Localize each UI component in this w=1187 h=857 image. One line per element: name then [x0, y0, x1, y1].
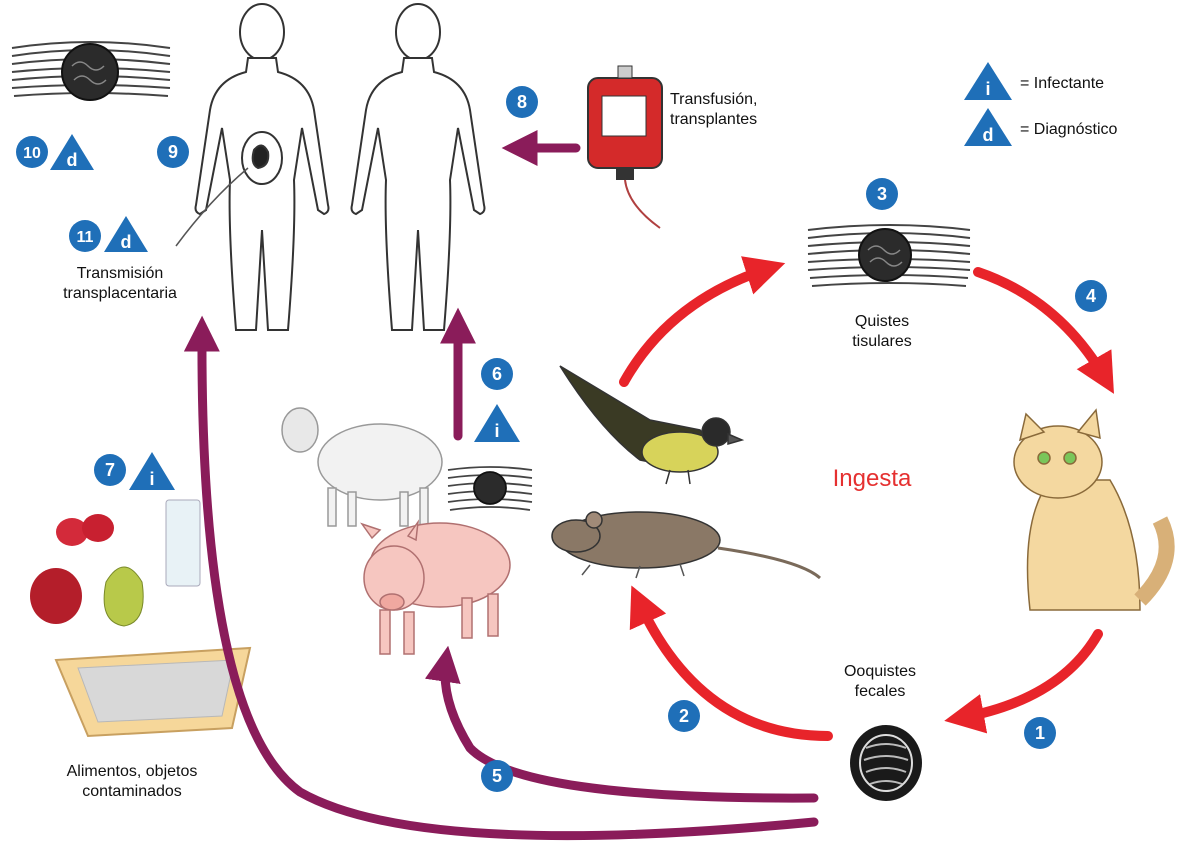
- svg-text:10: 10: [23, 145, 41, 162]
- svg-text:9: 9: [168, 142, 178, 162]
- legend-diagnostic-label: = Diagnóstico: [1020, 121, 1117, 138]
- step-badge-3: 3: [866, 178, 898, 210]
- tissue-cyst-icon-small: [448, 467, 532, 510]
- step-badge-8: 8: [506, 86, 538, 118]
- step-badge-5: 5: [481, 760, 513, 792]
- legend: i d: [964, 62, 1012, 146]
- fecal-oocysts-label-line1: Ooquistes: [844, 663, 916, 680]
- infective-marker-6: i: [474, 404, 520, 442]
- cat-illustration: [1014, 410, 1167, 610]
- svg-text:i: i: [494, 421, 499, 441]
- pig-illustration: [362, 522, 510, 654]
- tissue-cyst-icon: [808, 225, 970, 286]
- step-badge-7: 7: [94, 454, 126, 486]
- step-badge-9: 9: [157, 136, 189, 168]
- step-badge-4: 4: [1075, 280, 1107, 312]
- blood-bag-icon: [588, 66, 662, 228]
- fecal-oocysts-label-line2: fecales: [855, 683, 906, 700]
- svg-text:5: 5: [492, 766, 502, 786]
- transplacental-label-line2: transplacentaria: [63, 285, 177, 302]
- svg-text:6: 6: [492, 364, 502, 384]
- svg-text:1: 1: [1035, 723, 1045, 743]
- diagnostic-marker-10: d: [50, 134, 94, 170]
- human-figure-pregnant: [176, 4, 329, 330]
- transfusion-label-line1: Transfusión,: [670, 91, 757, 108]
- svg-text:8: 8: [517, 92, 527, 112]
- sheep-illustration: [282, 408, 442, 526]
- step-badge-6: 6: [481, 358, 513, 390]
- legend-infective-icon: i: [964, 62, 1012, 100]
- tissue-cysts-label-line1: Quistes: [855, 313, 909, 330]
- svg-text:i: i: [149, 469, 154, 489]
- bird-illustration: [560, 366, 742, 484]
- mouse-illustration: [552, 512, 820, 578]
- contaminated-label-line1: Alimentos, objetos: [67, 763, 198, 780]
- infective-marker-7: i: [129, 452, 175, 490]
- svg-text:d: d: [67, 150, 78, 170]
- human-figure: [352, 4, 485, 330]
- transfusion-label-line2: transplantes: [670, 111, 757, 128]
- svg-text:11: 11: [77, 229, 94, 246]
- legend-diagnostic-icon: d: [964, 108, 1012, 146]
- step-badge-10: 10: [16, 136, 48, 168]
- transplacental-label-line1: Transmisión: [77, 265, 164, 282]
- svg-text:4: 4: [1086, 286, 1096, 306]
- svg-text:2: 2: [679, 706, 689, 726]
- contaminated-label-line2: contaminados: [82, 783, 182, 800]
- legend-infective-label: = Infectante: [1020, 75, 1104, 92]
- tissue-cyst-icon-top-left: [12, 42, 170, 100]
- svg-text:d: d: [121, 232, 132, 252]
- fecal-oocyst-icon: [850, 725, 922, 801]
- step-badge-11: 11: [69, 220, 101, 252]
- step-badge-1: 1: [1024, 717, 1056, 749]
- svg-text:3: 3: [877, 184, 887, 204]
- step-badge-2: 2: [668, 700, 700, 732]
- arrow-bird-to-cyst: [624, 268, 770, 382]
- svg-text:i: i: [985, 79, 990, 99]
- arrow-cat-to-oocyst: [960, 634, 1098, 718]
- svg-text:d: d: [983, 125, 994, 145]
- ingestion-label: Ingesta: [833, 465, 912, 492]
- tissue-cysts-label-line2: tisulares: [852, 333, 912, 350]
- svg-text:7: 7: [105, 460, 115, 480]
- arrow-oocyst-to-human: [202, 330, 814, 836]
- diagnostic-marker-11: d: [104, 216, 148, 252]
- arrow-oocyst-to-mouse: [638, 600, 828, 736]
